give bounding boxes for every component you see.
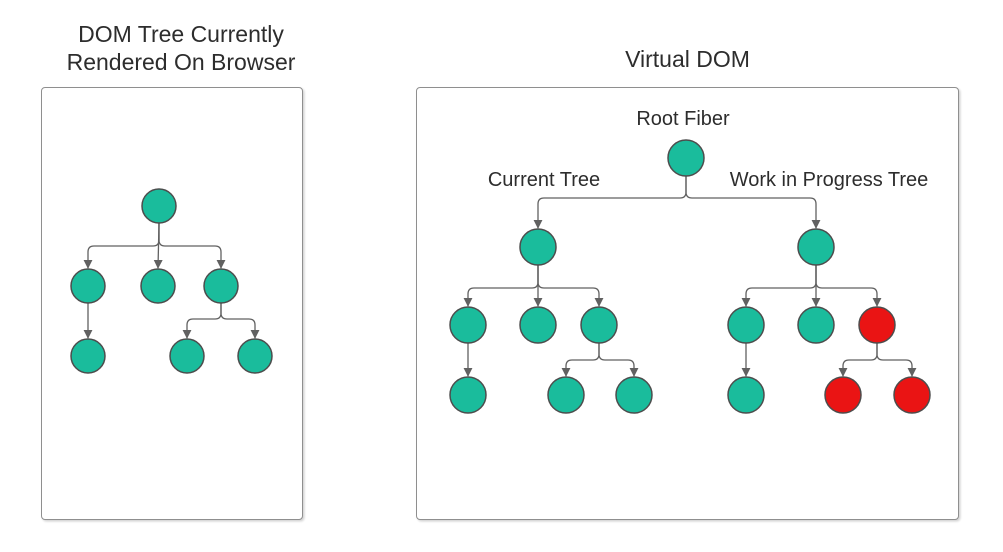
virtual-dom-panel bbox=[416, 87, 959, 520]
root-fiber-label: Root Fiber bbox=[636, 108, 730, 130]
browser-dom-panel bbox=[41, 87, 303, 520]
current-tree-label: Current Tree bbox=[487, 169, 601, 191]
left-panel-title: DOM Tree Currently Rendered On Browser bbox=[66, 21, 296, 75]
work-in-progress-tree-label: Work in Progress Tree bbox=[729, 169, 929, 191]
right-panel-title: Virtual DOM bbox=[625, 46, 750, 72]
